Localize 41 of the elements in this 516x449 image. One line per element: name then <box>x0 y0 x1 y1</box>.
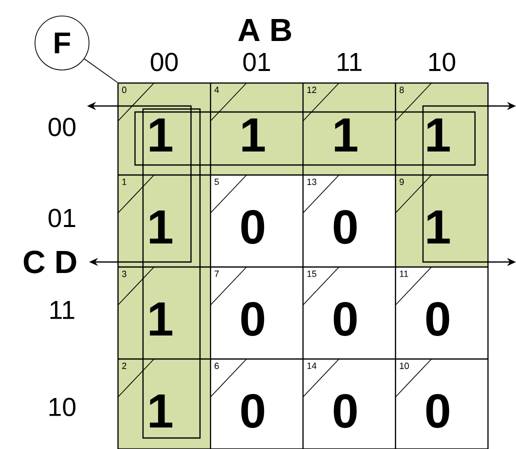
column-header: 00 <box>150 52 178 72</box>
variable-label: A B <box>238 19 292 41</box>
cell-index: 8 <box>400 86 404 94</box>
cell-index: 5 <box>214 178 219 185</box>
variable-label: C D <box>24 250 76 274</box>
cell-index: 3 <box>122 270 126 278</box>
row-header: 00 <box>48 118 76 136</box>
row-header: 10 <box>50 398 76 416</box>
cell-value: 1 <box>150 302 172 336</box>
cell-index: 10 <box>400 362 409 370</box>
cell-index: 7 <box>214 270 219 277</box>
cell-value: 1 <box>150 210 172 244</box>
cell-value: 0 <box>334 210 357 244</box>
cell-value: 0 <box>334 302 357 336</box>
cell-value: 1 <box>150 118 172 152</box>
cell-value: 1 <box>242 118 265 152</box>
cell-value: 0 <box>241 210 264 244</box>
cell-index: 12 <box>307 86 316 93</box>
cell-index: 6 <box>214 362 219 370</box>
cell-index: 4 <box>214 86 219 93</box>
cell-value: 0 <box>241 302 264 336</box>
leader-line <box>84 58 118 83</box>
cell-index: 0 <box>122 86 126 94</box>
row-header: 01 <box>48 208 76 228</box>
cell-index: 14 <box>307 362 316 369</box>
cell-index: 2 <box>122 362 126 369</box>
cell-index: 9 <box>400 178 404 186</box>
cell-index: 11 <box>400 270 408 277</box>
cell-index: 1 <box>122 178 126 185</box>
cell-value: 1 <box>150 394 172 428</box>
row-header: 11 <box>50 301 74 319</box>
cell-value: 0 <box>334 394 357 428</box>
cell-value: 1 <box>427 118 450 152</box>
cell-index: 13 <box>307 178 316 186</box>
cell-value: 1 <box>427 210 450 244</box>
karnaugh-map-grid <box>117 82 489 449</box>
cell-value: 0 <box>241 394 264 428</box>
cell-value: 0 <box>426 394 450 428</box>
cell-value: 1 <box>334 118 358 152</box>
cell-index: 15 <box>307 270 316 277</box>
cell-value: 0 <box>426 302 450 336</box>
